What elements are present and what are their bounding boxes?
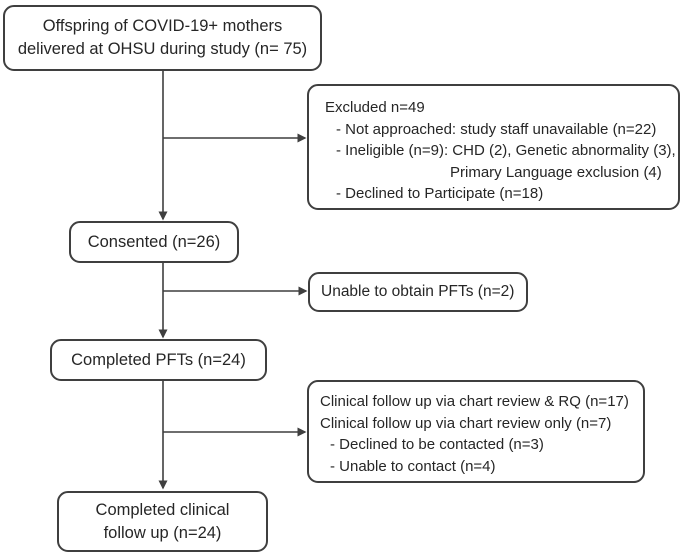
box-offspring-line1: Offspring of COVID-19+ mothers	[42, 17, 283, 35]
excluded-item-3: - Declined to Participate (n=18)	[336, 185, 544, 202]
box-completed-clinical: Completed clinical follow up (n=24)	[57, 491, 268, 552]
clinical-detail-line2: Clinical follow up via chart review only…	[320, 414, 612, 432]
consented-label: Consented (n=26)	[87, 232, 221, 251]
completed-clinical-line2: follow up (n=24)	[103, 523, 222, 542]
box-clinical-detail: Clinical follow up via chart review & RQ…	[307, 380, 645, 483]
excluded-item-2-wrap: Primary Language exclusion (4)	[450, 163, 662, 181]
box-offspring-line2: delivered at OHSU during study (n= 75)	[17, 40, 308, 58]
excluded-item-1: - Not approached: study staff unavailabl…	[336, 120, 657, 138]
clinical-detail-item2: - Unable to contact (n=4)	[330, 457, 496, 475]
clinical-detail-line1: Clinical follow up via chart review & RQ…	[320, 393, 629, 410]
unable-pfts-label: Unable to obtain PFTs (n=2)	[321, 283, 515, 301]
box-unable-pfts: Unable to obtain PFTs (n=2)	[308, 272, 528, 312]
box-consented: Consented (n=26)	[69, 221, 239, 263]
completed-clinical-line1: Completed clinical	[95, 500, 230, 519]
excluded-item-2: - Ineligible (n=9): CHD (2), Genetic abn…	[336, 142, 676, 159]
completed-pfts-label: Completed PFTs (n=24)	[71, 350, 246, 369]
excluded-title: Excluded n=49	[325, 99, 425, 116]
clinical-detail-item1: - Declined to be contacted (n=3)	[330, 436, 544, 453]
box-completed-pfts: Completed PFTs (n=24)	[50, 339, 267, 381]
box-offspring-total: Offspring of COVID-19+ mothers delivered…	[3, 5, 322, 71]
box-excluded: Excluded n=49 - Not approached: study st…	[307, 84, 680, 210]
